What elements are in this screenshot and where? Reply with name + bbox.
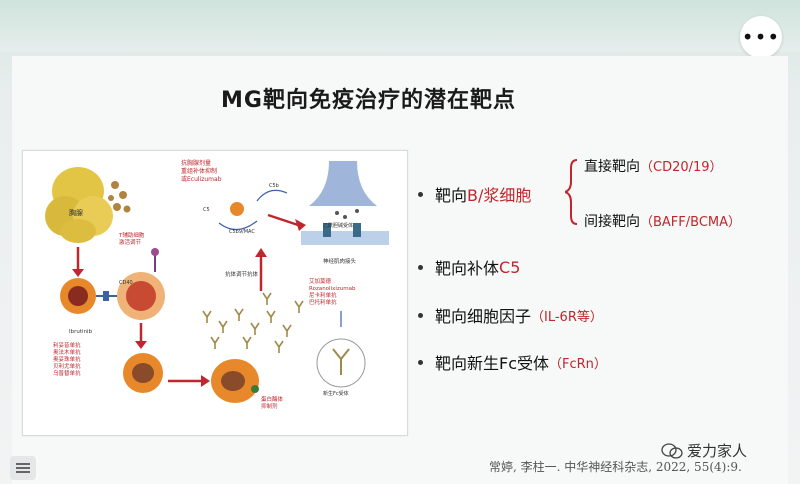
svg-text:CD40: CD40 [119, 280, 133, 286]
sub-item-direct: 直接靶向（CD20/19） [584, 159, 723, 175]
more-options-button[interactable]: ••• [740, 16, 782, 58]
nmj-label: 神经肌肉接头 [323, 257, 357, 265]
bottom-note: 蛋白酶体抑制剂 [261, 395, 284, 410]
antibodies [202, 292, 304, 353]
svg-text:C5: C5 [203, 207, 210, 213]
citation: 常婷, 李柱一. 中华神经科杂志, 2022, 55(4):9. [489, 460, 742, 474]
top-bar [0, 0, 800, 52]
mechanism-figure: 胸腺 CD40 T辅助细胞激活调节 利妥昔单抗 奥法木单抗 奥妥珠单抗 贝利尤单… [22, 150, 408, 436]
receptor-label: 新生Fc受体 [323, 390, 349, 397]
right-drug-list: 艾加莫德 Rozanolixizumab 尼卡利单抗 巴托利单抗 [309, 277, 357, 306]
ibrutinib-label: Ibrutinib [69, 329, 93, 335]
bcell-note: T辅助细胞激活调节 [118, 231, 145, 246]
menu-icon[interactable] [10, 456, 36, 480]
watermark: 爱力家人 [661, 440, 747, 461]
antigen-dots [108, 181, 131, 213]
sub-item-indirect: 间接靶向（BAFF/BCMA） [584, 214, 742, 230]
thymus-shape [45, 167, 113, 243]
bullet-dot [418, 191, 423, 197]
thymus-label: 胸腺 [69, 208, 83, 217]
antibody-label: 抗体调节抗体 [225, 270, 259, 278]
slide-title: MG靶向免疫治疗的潜在靶点 [221, 88, 516, 113]
wechat-icon [661, 442, 683, 459]
bullet-fcrn: 靶向新生Fc受体（FcRn） [418, 350, 607, 374]
more-icon: ••• [741, 25, 781, 49]
red-note-top: 抗胸腺剂量重组补体抑制或Eculizumab [181, 159, 222, 183]
svg-text:乙酰胆碱受体: 乙酰胆碱受体 [323, 222, 353, 229]
svg-text:C5b: C5b [269, 183, 279, 189]
nmj-shape [301, 161, 389, 245]
bullet-cytokine: 靶向细胞因子（IL-6R等） [418, 303, 603, 327]
drug-list-left: 利妥昔单抗 奥法木单抗 奥妥珠单抗 贝利尤单抗 乌普替单抗 [53, 341, 82, 377]
watermark-text: 爱力家人 [687, 442, 748, 460]
brace-icon [565, 159, 578, 225]
svg-text:C5b9/MAC: C5b9/MAC [229, 229, 255, 235]
figure-svg: 胸腺 CD40 T辅助细胞激活调节 利妥昔单抗 奥法木单抗 奥妥珠单抗 贝利尤单… [45, 159, 389, 410]
